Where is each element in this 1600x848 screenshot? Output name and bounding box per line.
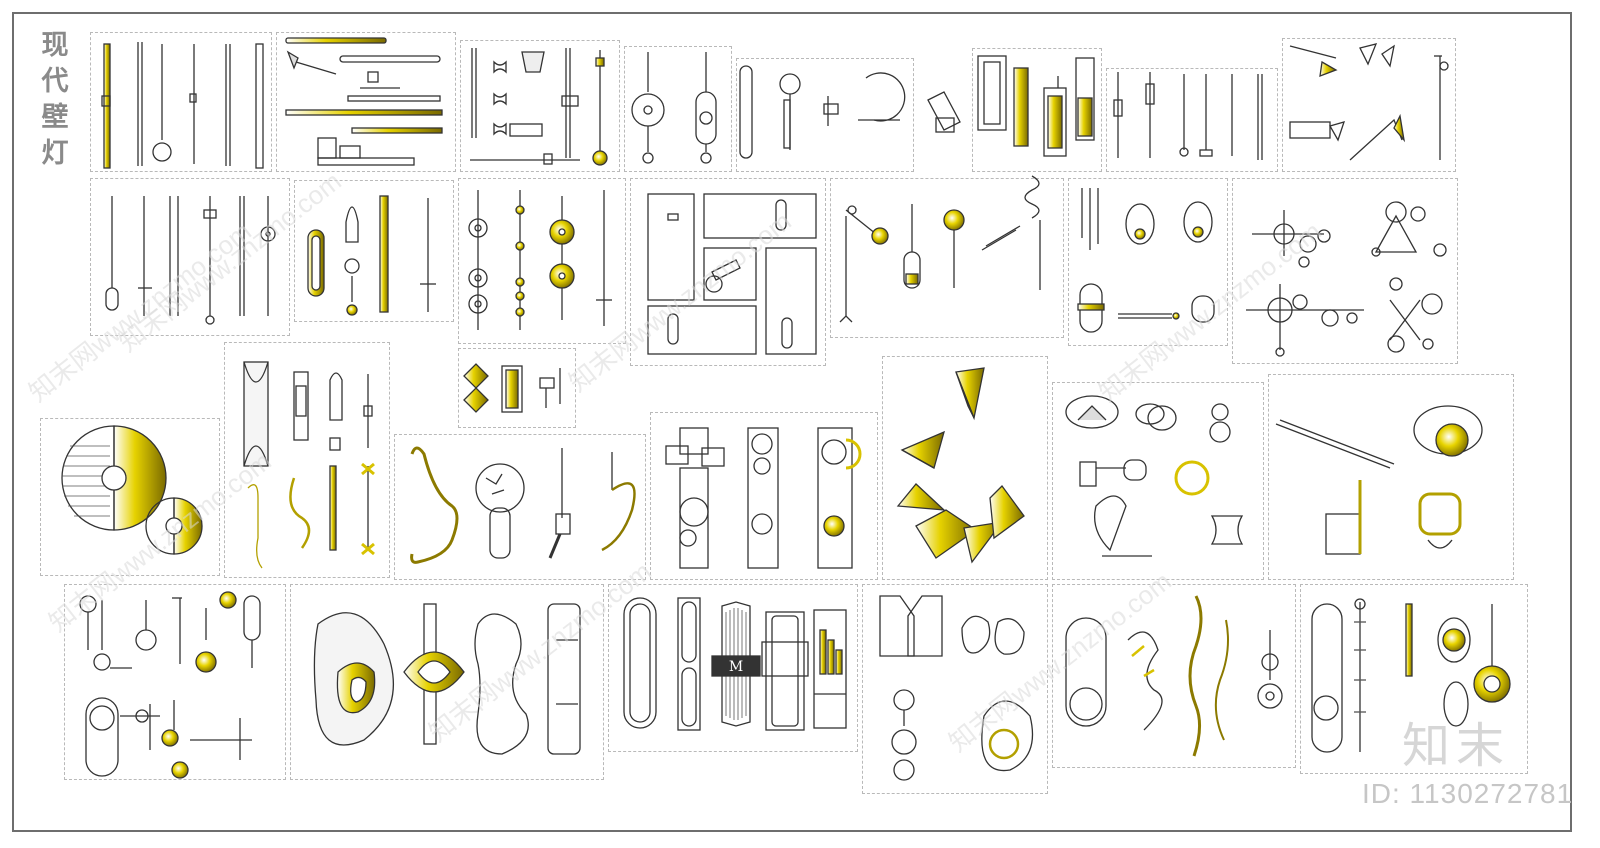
title-char-2: 代 [41, 66, 69, 97]
lamp-group-16 [463, 363, 561, 413]
lamp-group-4 [631, 52, 717, 164]
drawing-frame [12, 12, 1572, 832]
lamp-panel-28 [1052, 584, 1296, 768]
title-char-4: 灯 [41, 138, 69, 169]
lamp-panel-5 [736, 58, 914, 172]
lamp-panel-24 [64, 584, 286, 780]
title-char-1: 现 [41, 30, 69, 61]
lamp-panel-7 [1106, 68, 1278, 172]
lamp-group-2 [285, 37, 443, 166]
lamp-group-28 [1065, 595, 1283, 757]
lamp-group-6 [977, 55, 1095, 157]
lamp-group-8 [1289, 43, 1449, 161]
lamp-group-12 [647, 193, 817, 355]
lamp-group-7 [1113, 72, 1263, 160]
lamp-panel-11 [458, 178, 626, 344]
lamp-group-25 [313, 603, 581, 755]
lamp-group-15 [1246, 201, 1447, 357]
lamp-group-26: M [623, 597, 847, 731]
lamp-group-3 [470, 48, 608, 166]
lamp-group-11 [468, 190, 612, 330]
lamp-panel-1 [90, 32, 272, 172]
lamp-panel-23 [1268, 374, 1514, 580]
lamp-panel-15 [1232, 178, 1458, 364]
lamp-group-14 [1077, 188, 1215, 333]
watermark-id: ID: 1130272781 [1362, 778, 1574, 809]
lamp-group-19 [410, 446, 636, 564]
lamp-panel-13 [830, 178, 1064, 338]
sheet-title: 现 代 壁 灯 [38, 28, 72, 172]
watermark-logo: 知末 [1402, 718, 1511, 774]
lamp-panel-9 [90, 178, 290, 336]
lamp-group-24 [79, 591, 261, 779]
svg-text:M: M [729, 659, 743, 675]
lamp-group-10 [307, 195, 436, 316]
lamp-panel-12 [630, 178, 826, 366]
lamp-group-18 [61, 425, 203, 555]
lamp-group-21 [896, 367, 1025, 564]
lamp-group-13 [839, 175, 1041, 323]
lamp-group-1 [101, 42, 264, 169]
lamp-panel-2 [276, 32, 456, 172]
lamp-group-22 [1065, 395, 1244, 557]
lamp-group-23 [1275, 405, 1483, 555]
lamp-group-9 [105, 196, 276, 325]
lamp-group-20 [665, 427, 862, 569]
lamp-group-29 [1311, 598, 1511, 753]
lamp-panel-4 [624, 46, 732, 172]
title-char-3: 壁 [41, 102, 69, 133]
lamp-group-17 [243, 361, 375, 569]
lamp-panel-27 [862, 584, 1048, 794]
lamp-panel-20 [650, 412, 878, 580]
lamp-group-27 [879, 595, 1034, 781]
lamp-group-5 [739, 65, 961, 159]
